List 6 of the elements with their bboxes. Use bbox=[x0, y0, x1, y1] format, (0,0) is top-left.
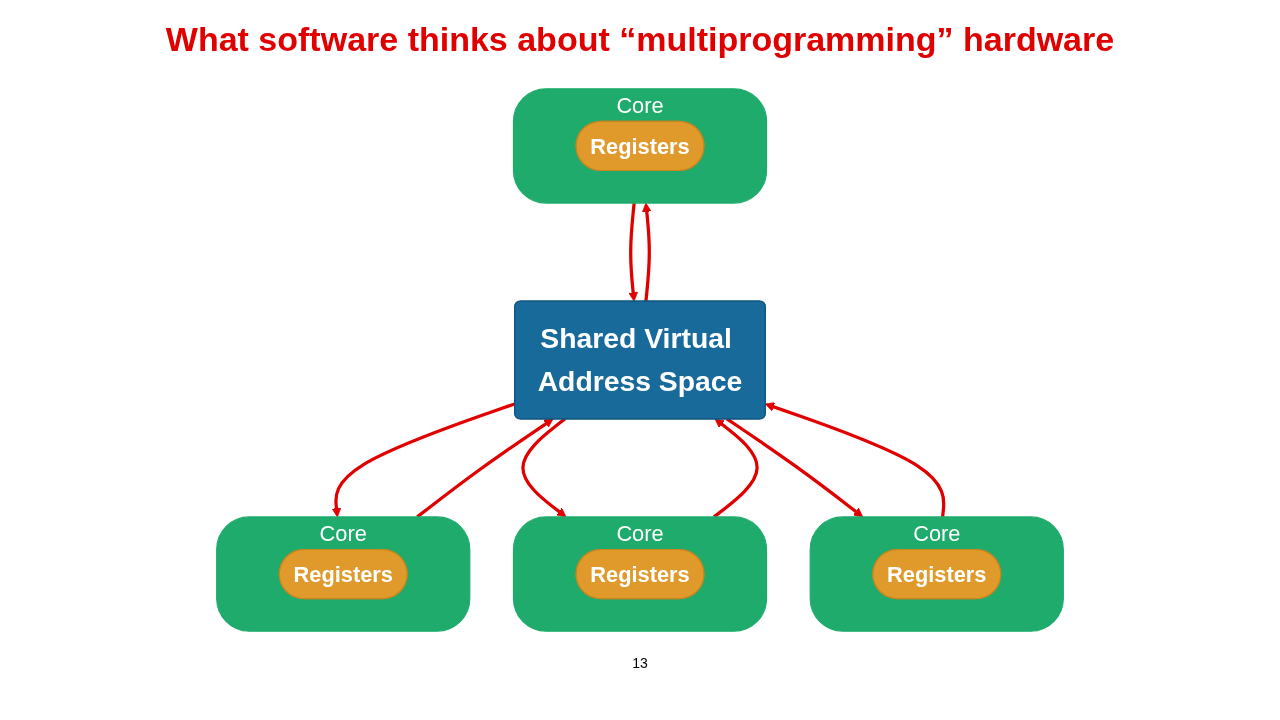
slide-title: What software thinks about “multiprogramming” hardware bbox=[164, 20, 1116, 59]
arrow bbox=[725, 417, 864, 518]
page-number: 13 bbox=[632, 655, 648, 671]
arrow bbox=[628, 202, 638, 302]
arrow bbox=[521, 417, 567, 518]
arrow bbox=[642, 202, 652, 302]
